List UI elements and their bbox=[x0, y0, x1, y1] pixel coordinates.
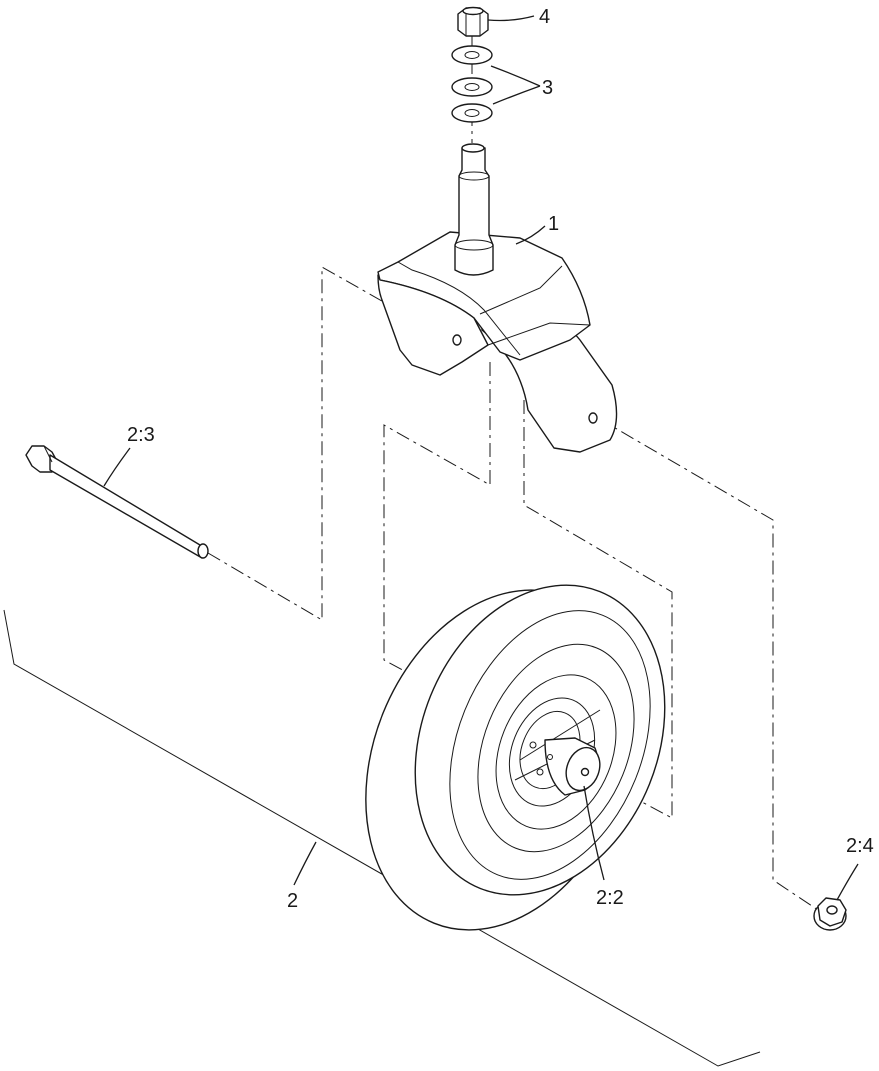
locknut-part bbox=[457, 6, 489, 37]
caster-fork-part bbox=[377, 143, 618, 453]
spacer-part bbox=[544, 737, 601, 796]
flange-nut-part bbox=[813, 897, 847, 931]
callout-label-4: 4 bbox=[539, 6, 550, 28]
callout-label-3: 3 bbox=[542, 77, 553, 99]
callout-label-2-2: 2:2 bbox=[596, 887, 624, 909]
leader-lines bbox=[103, 15, 859, 901]
callout-label-1: 1 bbox=[548, 213, 559, 235]
callout-label-2-4: 2:4 bbox=[846, 835, 874, 857]
callout-label-2: 2 bbox=[287, 890, 298, 912]
assembly-centerlines bbox=[207, 35, 819, 911]
callout-label-2-3: 2:3 bbox=[127, 424, 155, 446]
wheel-tire-part bbox=[365, 584, 666, 931]
assembly-bracket bbox=[3, 609, 761, 1067]
bolt-part bbox=[25, 445, 209, 559]
washer-stack bbox=[451, 45, 493, 123]
